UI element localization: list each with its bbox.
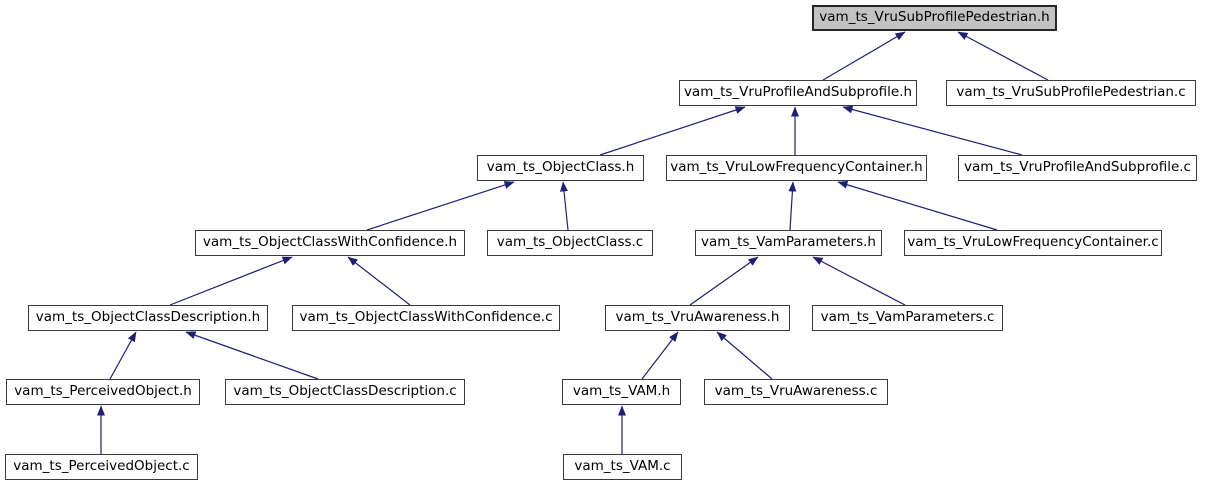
graph-node-vru-profile-and-subprofile-h[interactable]: vam_ts_VruProfileAndSubprofile.h bbox=[679, 80, 917, 106]
graph-node-vru-low-frequency-container-h[interactable]: vam_ts_VruLowFrequencyContainer.h bbox=[666, 155, 927, 181]
include-edge-object-class-with-confidence-c-to-object-class-with-confidence-h bbox=[347, 256, 411, 306]
include-edge-vru-awareness-c-to-vru-awareness-h bbox=[716, 331, 773, 380]
graph-node-object-class-description-h[interactable]: vam_ts_ObjectClassDescription.h bbox=[28, 305, 268, 331]
edges-group bbox=[97, 31, 1049, 454]
graph-node-vam-parameters-c[interactable]: vam_ts_VamParameters.c bbox=[812, 305, 1003, 331]
graph-node-object-class-description-c[interactable]: vam_ts_ObjectClassDescription.c bbox=[225, 379, 465, 405]
include-edge-vru-sub-profile-pedestrian-c-to-vru-sub-profile-pedestrian-h bbox=[957, 31, 1049, 81]
graph-node-vru-low-frequency-container-c[interactable]: vam_ts_VruLowFrequencyContainer.c bbox=[904, 230, 1162, 256]
include-edge-object-class-description-c-to-object-class-description-h bbox=[185, 331, 319, 380]
graph-node-vru-awareness-h[interactable]: vam_ts_VruAwareness.h bbox=[605, 305, 790, 331]
graph-node-vam-parameters-h[interactable]: vam_ts_VamParameters.h bbox=[695, 230, 882, 256]
graph-node-object-class-with-confidence-c[interactable]: vam_ts_ObjectClassWithConfidence.c bbox=[292, 305, 560, 331]
include-edge-perceived-object-h-to-object-class-description-h bbox=[109, 331, 137, 380]
graph-node-object-class-with-confidence-h[interactable]: vam_ts_ObjectClassWithConfidence.h bbox=[195, 230, 465, 256]
include-edge-vam-h-to-vru-awareness-h bbox=[641, 331, 679, 380]
graph-node-vru-profile-and-subprofile-c[interactable]: vam_ts_VruProfileAndSubprofile.c bbox=[958, 155, 1197, 181]
include-edge-object-class-description-h-to-object-class-with-confidence-h bbox=[169, 256, 293, 306]
include-edge-vam-parameters-c-to-vam-parameters-h bbox=[812, 256, 906, 306]
graph-node-vam-c[interactable]: vam_ts_VAM.c bbox=[563, 454, 682, 480]
graph-node-object-class-h[interactable]: vam_ts_ObjectClass.h bbox=[477, 155, 644, 181]
graph-node-vru-sub-profile-pedestrian-h[interactable]: vam_ts_VruSubProfilePedestrian.h bbox=[812, 5, 1057, 31]
include-edge-vru-low-frequency-container-c-to-vru-low-frequency-container-h bbox=[837, 180, 998, 231]
graph-node-perceived-object-c[interactable]: vam_ts_PerceivedObject.c bbox=[5, 454, 198, 480]
include-edge-vru-profile-and-subprofile-c-to-vru-profile-and-subprofile-h bbox=[842, 105, 1023, 156]
graph-node-vam-h[interactable]: vam_ts_VAM.h bbox=[562, 379, 681, 405]
include-edge-vru-profile-and-subprofile-h-to-vru-sub-profile-pedestrian-h bbox=[822, 31, 906, 81]
graph-node-perceived-object-h[interactable]: vam_ts_PerceivedObject.h bbox=[6, 379, 200, 405]
include-edge-vam-parameters-h-to-vru-low-frequency-container-h bbox=[788, 181, 797, 231]
graph-node-vru-awareness-c[interactable]: vam_ts_VruAwareness.c bbox=[704, 379, 888, 405]
include-edge-vru-awareness-h-to-vam-parameters-h bbox=[689, 256, 759, 306]
graph-node-vru-sub-profile-pedestrian-c[interactable]: vam_ts_VruSubProfilePedestrian.c bbox=[946, 80, 1196, 106]
include-edge-object-class-c-to-object-class-h bbox=[560, 181, 569, 231]
graph-node-object-class-c[interactable]: vam_ts_ObjectClass.c bbox=[487, 230, 653, 256]
include-edge-object-class-with-confidence-h-to-object-class-h bbox=[366, 181, 515, 231]
include-edge-object-class-h-to-vru-profile-and-subprofile-h bbox=[599, 106, 746, 156]
